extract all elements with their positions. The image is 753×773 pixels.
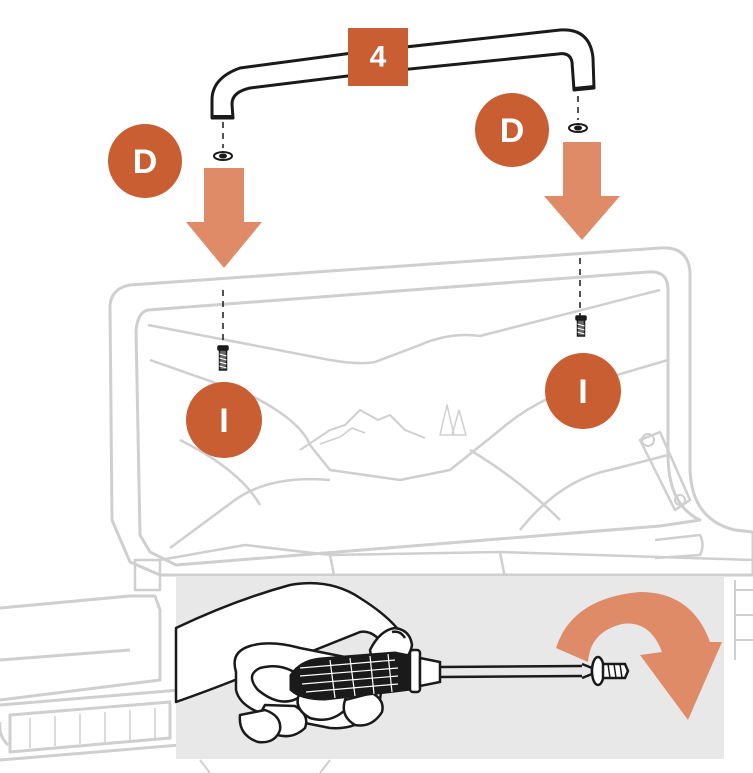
svg-text:D: D xyxy=(500,112,525,150)
svg-text:I: I xyxy=(219,402,228,440)
callout-washer-left: D xyxy=(108,124,182,198)
washer-right xyxy=(568,123,588,133)
rotate-clockwise-icon xyxy=(556,592,722,720)
insertion-lines xyxy=(222,96,581,342)
svg-text:D: D xyxy=(133,143,158,181)
screwdriver-handle xyxy=(289,648,442,701)
screw-left xyxy=(217,345,229,371)
screwdriver-inset xyxy=(174,576,724,759)
callout-washer-right: D xyxy=(475,93,549,167)
washer-left xyxy=(213,151,233,161)
screw-right xyxy=(575,315,587,337)
arrow-down-left-icon xyxy=(186,168,262,268)
handle xyxy=(210,28,596,120)
svg-text:I: I xyxy=(578,373,587,411)
callout-screw-right: I xyxy=(545,353,621,429)
arrow-down-right-icon xyxy=(544,142,620,240)
step-number: 4 xyxy=(370,41,387,74)
callout-screw-left: I xyxy=(186,382,262,458)
screw-on-tip xyxy=(590,655,630,687)
grill-body xyxy=(0,543,753,773)
step-number-badge: 4 xyxy=(348,28,408,86)
grill-lid xyxy=(108,246,753,577)
